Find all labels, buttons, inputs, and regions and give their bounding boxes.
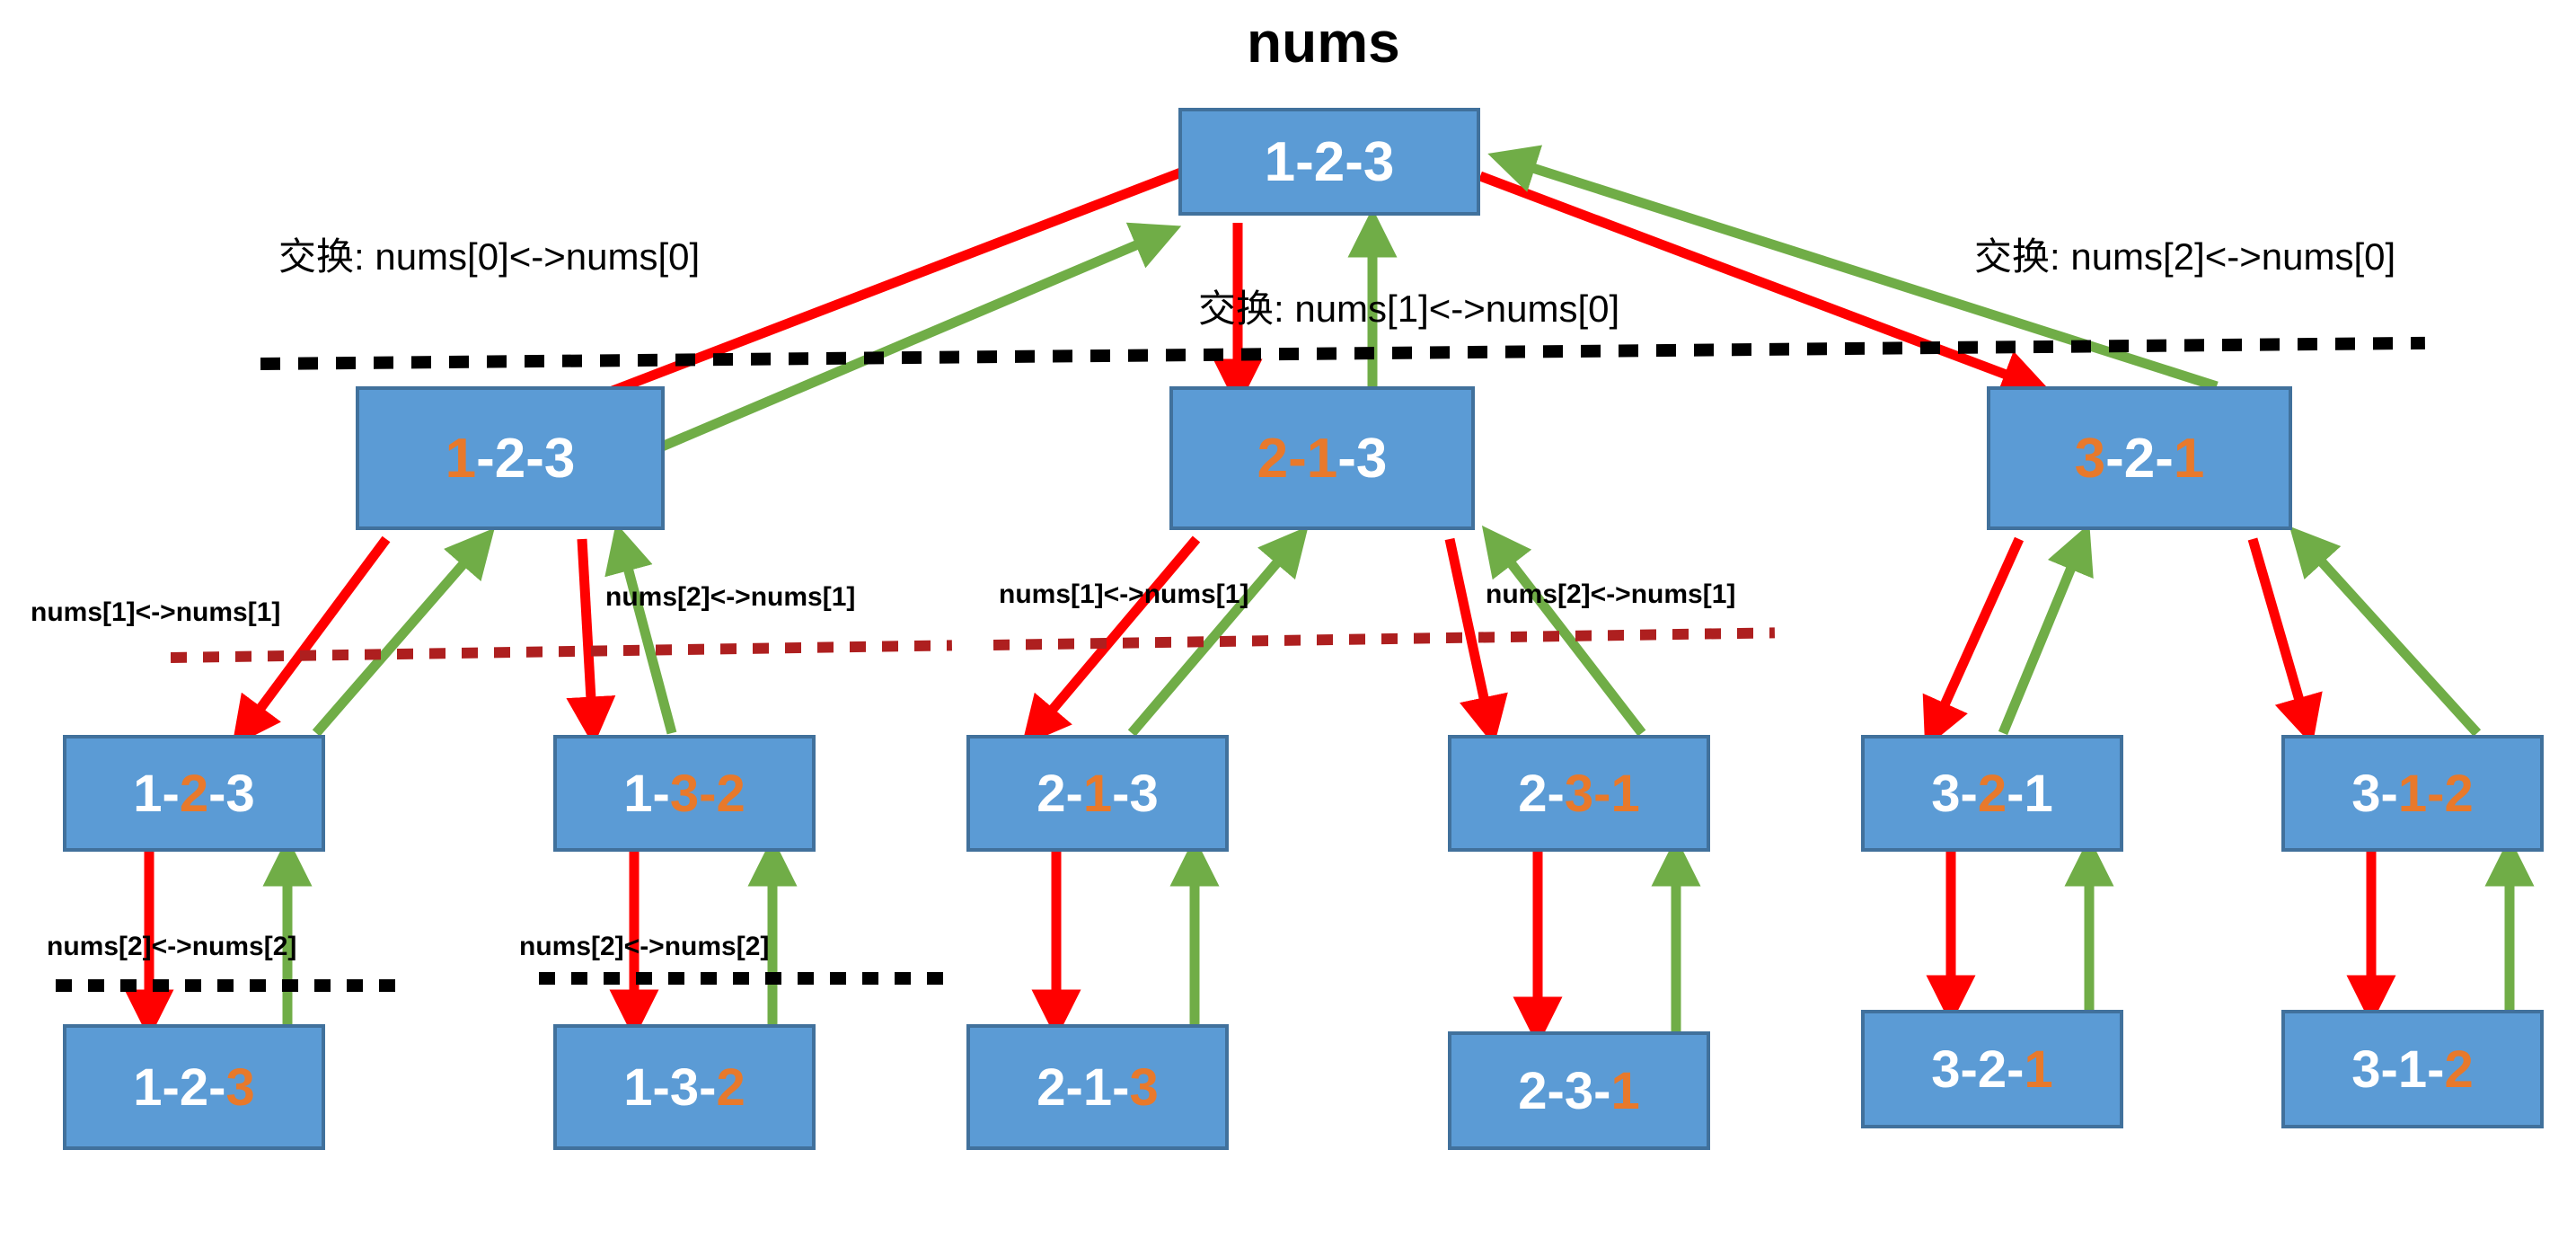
array-value-segment: 3	[2074, 427, 2106, 490]
arrow-L1c-to-L2e-forward	[1922, 536, 2025, 749]
swap-label-swap-1-1-left: nums[1]<->nums[1]	[31, 597, 281, 627]
array-value-segment: 1-	[133, 764, 180, 823]
arrow-L1c-to-L2f-forward	[2247, 537, 2323, 746]
array-value-segment: 3	[1129, 1057, 1159, 1117]
array-value-segment: 1-2	[2397, 764, 2474, 823]
array-box-L3-c: 2-1-3	[966, 1024, 1229, 1150]
array-value-segment: 3-2	[669, 764, 745, 823]
swap-label-swap-0-0: 交换: nums[0]<->nums[0]	[278, 235, 701, 278]
swap-label-swap-2-1-mid: nums[2]<->nums[1]	[1486, 579, 1736, 609]
array-value-segment: 1-3-	[623, 1057, 717, 1117]
swap-label-swap-1-0: 交换: nums[1]<->nums[0]	[1198, 287, 1620, 330]
array-box-L2-b: 1-3-2	[553, 735, 816, 852]
array-box-L3-b: 1-3-2	[553, 1024, 816, 1150]
array-value-segment: 3-2-	[1931, 1039, 2025, 1099]
array-value-segment: 3-	[1931, 764, 1978, 823]
swap-label-swap-2-1-left: nums[2]<->nums[1]	[605, 582, 856, 612]
arrow-L2f-to-L1c-back	[2289, 526, 2482, 737]
array-value-segment: 3	[225, 1057, 255, 1117]
array-value-segment: -1	[2007, 764, 2053, 823]
divider-level3-b	[539, 972, 943, 985]
array-value-segment: 3-	[2351, 764, 2398, 823]
array-value-segment: 2-1	[1257, 427, 1338, 490]
arrow-L2b-to-L1a-back	[604, 523, 677, 735]
array-value-segment: -3	[208, 764, 255, 823]
array-value-segment: 3-1	[1564, 764, 1640, 823]
divider-level2-mid	[992, 627, 1775, 650]
swap-label-swap-2-0: 交换: nums[2]<->nums[0]	[1974, 235, 2396, 278]
array-box-L2-e: 3-2-1	[1861, 735, 2123, 852]
array-box-L2-c: 2-1-3	[966, 735, 1229, 852]
array-value-segment: 1	[2173, 427, 2205, 490]
arrow-L2a-to-L1a-back	[312, 527, 495, 737]
array-value-segment: 2-	[1518, 764, 1565, 823]
array-value-segment: 1	[1082, 764, 1113, 823]
divider-level1	[260, 336, 2425, 370]
swap-label-swap-1-1-mid: nums[1]<->nums[1]	[999, 579, 1249, 609]
array-value-segment: 1	[445, 427, 477, 490]
array-value-segment: -2-	[2105, 427, 2174, 490]
array-box-L3-a: 1-2-3	[63, 1024, 325, 1150]
divider-level3-a	[56, 979, 406, 992]
array-value-segment: -2-3	[476, 427, 576, 490]
array-box-L2-d: 2-3-1	[1448, 735, 1710, 852]
array-value-segment: 3-1-	[2351, 1039, 2445, 1099]
array-value-segment: 2-3-	[1518, 1061, 1611, 1120]
arrow-L1a-to-L2b-forward	[566, 538, 616, 747]
array-box-L3-d: 2-3-1	[1448, 1031, 1710, 1150]
array-value-segment: 1	[2024, 1039, 2053, 1099]
array-value-segment: 2-	[1037, 764, 1083, 823]
array-box-L2-f: 3-1-2	[2281, 735, 2544, 852]
array-value-segment: 1-2-3	[1264, 130, 1395, 193]
arrow-L2e-to-L1c-back	[1998, 523, 2094, 736]
array-box-L1-a: 1-2-3	[356, 386, 665, 530]
array-value-segment: -3	[1337, 427, 1388, 490]
array-box-L3-e: 3-2-1	[1861, 1010, 2123, 1128]
array-value-segment: -3	[1112, 764, 1159, 823]
swap-label-swap-2-2-a: nums[2]<->nums[2]	[47, 932, 297, 961]
array-box-L1-b: 2-1-3	[1169, 386, 1475, 530]
array-value-segment: 1-	[623, 764, 670, 823]
array-value-segment: 2	[716, 1057, 745, 1117]
array-value-segment: 1	[1610, 1061, 1640, 1120]
array-box-L1-c: 3-2-1	[1987, 386, 2292, 530]
array-value-segment: 2-1-	[1037, 1057, 1130, 1117]
array-value-segment: 2	[1977, 764, 2007, 823]
arrow-L1a-to-L2a-forward	[232, 535, 391, 747]
divider-level2-left	[170, 640, 952, 663]
array-box-root: 1-2-3	[1178, 108, 1480, 216]
array-box-L2-a: 1-2-3	[63, 735, 325, 852]
array-value-segment: 1-2-	[133, 1057, 226, 1117]
array-box-L3-f: 3-1-2	[2281, 1010, 2544, 1128]
array-value-segment: 2	[2444, 1039, 2474, 1099]
page-title: nums	[1247, 10, 1400, 75]
arrow-L1a-to-root-back	[653, 222, 1182, 455]
array-value-segment: 2	[179, 764, 209, 823]
swap-label-swap-2-2-b: nums[2]<->nums[2]	[519, 932, 770, 961]
